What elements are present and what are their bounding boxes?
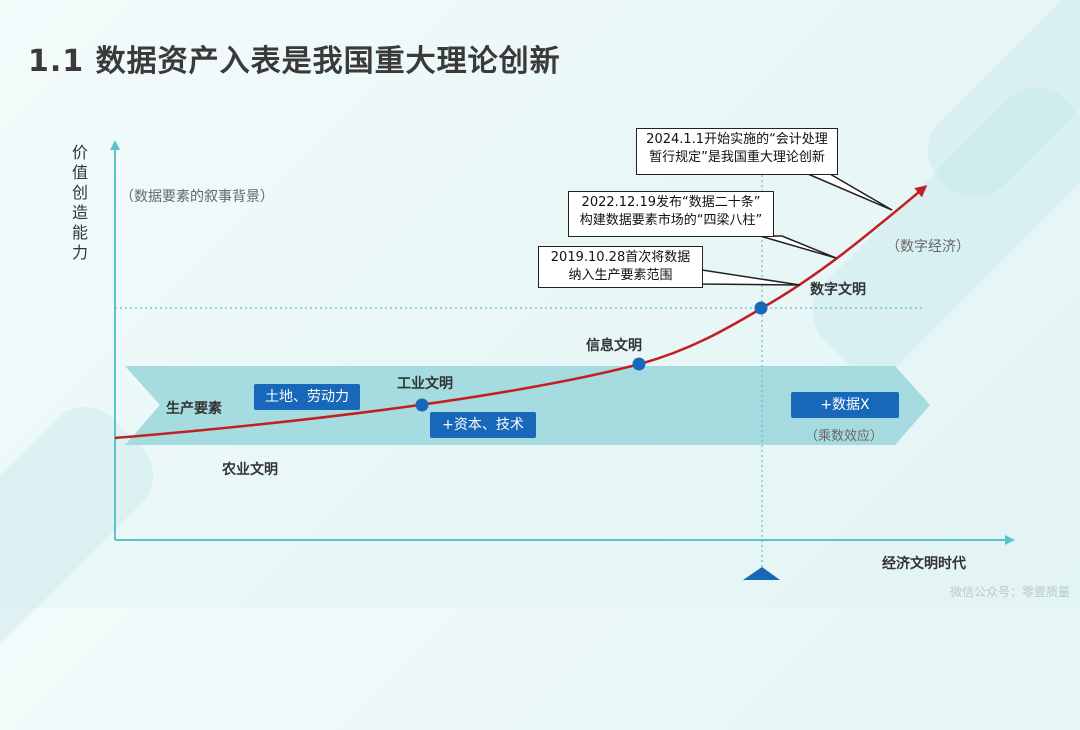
digital-point bbox=[754, 301, 768, 315]
callout-2019: 2019.10.28首次将数据 纳入生产要素范围 bbox=[538, 246, 703, 288]
chip-data-x: +数据X bbox=[791, 392, 899, 418]
callout-2024-line2: 暂行规定”是我国重大理论创新 bbox=[649, 150, 825, 165]
chip-land-labor: 土地、劳动力 bbox=[254, 384, 360, 410]
era-agricultural: 农业文明 bbox=[222, 462, 278, 478]
multiplier-note: （乘数效应） bbox=[805, 429, 884, 444]
production-factor-label: 生产要素 bbox=[166, 401, 222, 417]
callout-2024-line1: 2024.1.1开始实施的“会计处理 bbox=[646, 132, 828, 147]
callout-pointer-2024 bbox=[807, 173, 893, 211]
era-industrial: 工业文明 bbox=[397, 376, 453, 392]
callout-pointer-2019 bbox=[701, 269, 801, 286]
callout-2019-line2: 纳入生产要素范围 bbox=[568, 268, 673, 283]
timeline-marker-triangle bbox=[743, 567, 780, 580]
diagram-canvas bbox=[110, 140, 1015, 580]
information-point bbox=[632, 357, 646, 371]
chip-capital-tech: +资本、技术 bbox=[430, 412, 536, 438]
era-information: 信息文明 bbox=[586, 338, 642, 354]
digital-economy-note: （数字经济） bbox=[886, 239, 970, 255]
y-axis-label: 价值创造能力 bbox=[71, 143, 88, 262]
industrial-point bbox=[415, 398, 429, 412]
page-title: 1.1 数据资产入表是我国重大理论创新 bbox=[28, 44, 561, 79]
callout-2019-line1: 2019.10.28首次将数据 bbox=[550, 250, 691, 265]
callout-2022-line2: 构建数据要素市场的“四梁八柱” bbox=[579, 213, 763, 228]
growth-curve bbox=[114, 185, 928, 440]
narrative-note: （数据要素的叙事背景） bbox=[120, 189, 274, 205]
callout-pointer-2022 bbox=[759, 235, 837, 259]
era-digital: 数字文明 bbox=[810, 282, 866, 298]
x-axis-label: 经济文明时代 bbox=[882, 556, 966, 572]
callout-2024: 2024.1.1开始实施的“会计处理 暂行规定”是我国重大理论创新 bbox=[636, 128, 838, 175]
callout-2022: 2022.12.19发布“数据二十条” 构建数据要素市场的“四梁八柱” bbox=[568, 191, 774, 237]
callout-2022-line1: 2022.12.19发布“数据二十条” bbox=[581, 195, 761, 210]
watermark: 微信公众号：零壹质量 bbox=[949, 585, 1070, 599]
